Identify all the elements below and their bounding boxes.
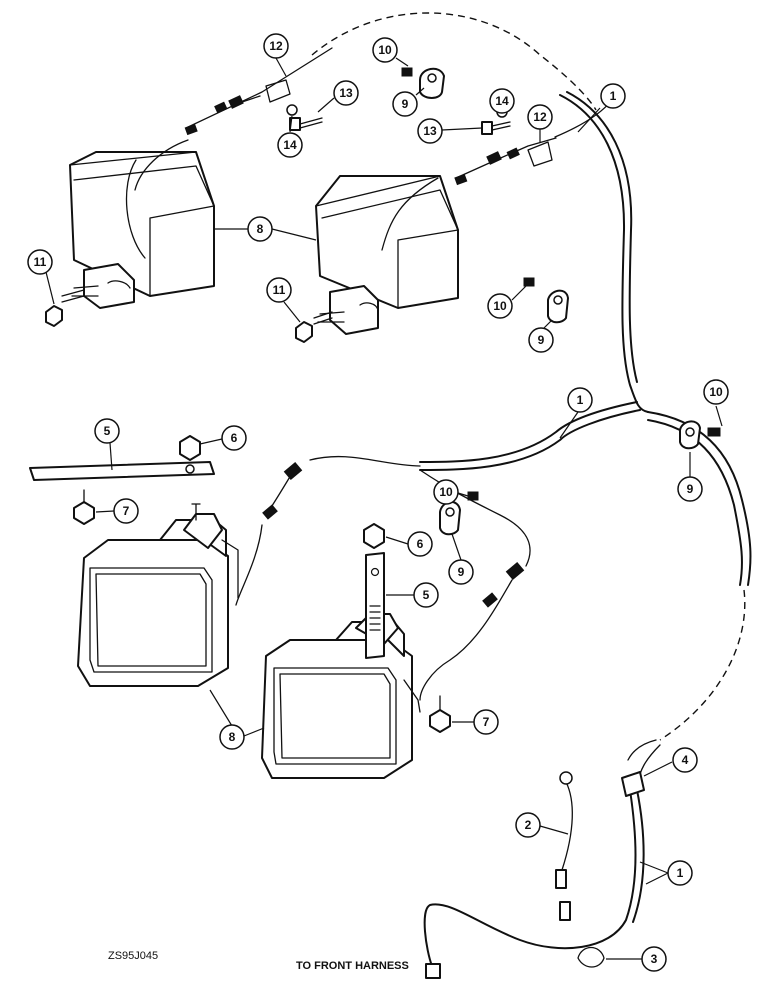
svg-text:1: 1: [610, 89, 617, 103]
svg-text:6: 6: [417, 537, 424, 551]
callout-10c: 10: [703, 379, 729, 427]
callout-4: 4: [643, 747, 698, 777]
callout-2: 2: [515, 812, 569, 838]
svg-text:9: 9: [402, 97, 409, 111]
callout-9a: 9: [392, 87, 425, 117]
callout-12b: 12: [527, 104, 553, 142]
svg-text:3: 3: [651, 952, 658, 966]
callout-7b: 7: [452, 709, 499, 735]
svg-text:8: 8: [257, 222, 264, 236]
callout-10b: 10: [487, 285, 527, 319]
svg-text:5: 5: [423, 588, 430, 602]
callout-9b: 9: [528, 319, 554, 353]
lower-connectors: [262, 461, 525, 608]
svg-text:9: 9: [458, 565, 465, 579]
lower-hardware: [439, 420, 721, 536]
callout-7a: 7: [95, 498, 139, 524]
callout-14b: 14: [489, 88, 515, 114]
callout-8a: 8: [214, 216, 317, 242]
svg-text:13: 13: [423, 124, 437, 138]
svg-text:7: 7: [483, 715, 490, 729]
lead-hardware: [425, 739, 657, 979]
upper-left-lamp: [69, 139, 215, 309]
callout-14a: 14: [277, 115, 303, 158]
svg-text:10: 10: [493, 299, 507, 313]
svg-text:11: 11: [273, 283, 286, 297]
callout-3: 3: [606, 946, 667, 972]
callout-8b: 8: [209, 689, 265, 750]
harness-note: TO FRONT HARNESS: [296, 960, 409, 972]
callout-9c: 9: [677, 452, 703, 502]
svg-text:10: 10: [709, 385, 723, 399]
upper-hardware: [45, 67, 569, 343]
drawing-code: ZS95J045: [108, 950, 158, 962]
svg-text:14: 14: [495, 94, 509, 108]
callout-1c: 1: [639, 860, 693, 886]
callout-6a: 6: [199, 425, 247, 451]
svg-text:9: 9: [687, 482, 694, 496]
callout-11a: 11: [27, 249, 55, 305]
svg-text:2: 2: [525, 818, 532, 832]
svg-text:6: 6: [231, 431, 238, 445]
svg-text:7: 7: [123, 504, 130, 518]
svg-text:10: 10: [378, 43, 392, 57]
upper-right-lamp: [315, 175, 459, 335]
svg-text:14: 14: [283, 138, 297, 152]
svg-text:9: 9: [538, 333, 545, 347]
callout-6b: 6: [385, 531, 433, 557]
brackets: [29, 435, 451, 733]
callout-5b: 5: [386, 582, 439, 608]
svg-text:10: 10: [439, 485, 453, 499]
svg-text:4: 4: [682, 753, 689, 767]
upper-connectors: [184, 47, 557, 186]
callout-10d: 10: [433, 479, 469, 505]
callout-1b: 1: [559, 387, 593, 439]
lower-left-lamp: [77, 503, 239, 687]
svg-text:13: 13: [339, 86, 353, 100]
callout-10a: 10: [372, 37, 409, 67]
callout-13a: 13: [317, 80, 359, 113]
lower-right-lamp: [261, 613, 421, 779]
svg-text:5: 5: [104, 424, 111, 438]
callout-1a: 1: [577, 83, 626, 133]
svg-text:1: 1: [577, 393, 584, 407]
callout-9d: 9: [448, 533, 474, 585]
callout-5a: 5: [94, 418, 120, 471]
callout-12a: 12: [263, 33, 289, 77]
svg-text:12: 12: [533, 110, 547, 124]
svg-text:8: 8: [229, 730, 236, 744]
callout-13b: 13: [417, 118, 483, 144]
svg-text:11: 11: [34, 255, 47, 269]
callout-11b: 11: [266, 277, 301, 323]
svg-text:12: 12: [269, 39, 283, 53]
svg-text:1: 1: [677, 866, 684, 880]
